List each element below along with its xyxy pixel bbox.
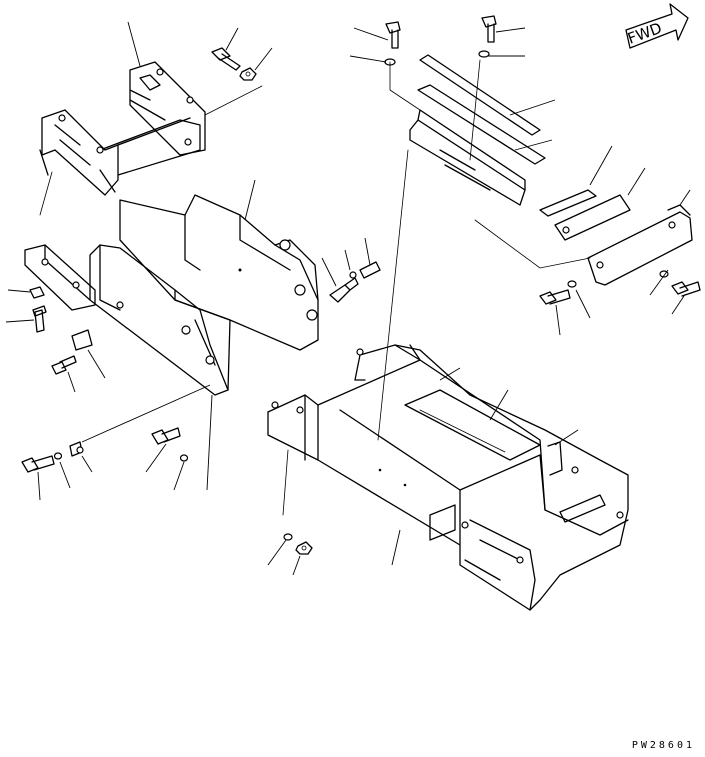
- bolt-top-left: [211, 47, 241, 71]
- nut-top-left: [239, 67, 257, 81]
- left-lower-channel: [24, 244, 96, 311]
- main-frame-body: [267, 344, 629, 611]
- fwd-arrow-icon: FWD: [625, 3, 689, 49]
- left-upright-section: [89, 244, 231, 396]
- drawing-reference-code: PW28601: [631, 740, 695, 751]
- top-bolts-right: [384, 15, 497, 66]
- bolt-lower-left: [51, 355, 77, 375]
- side-bracket-right: [539, 189, 693, 286]
- fwd-label: FWD: [625, 19, 664, 48]
- upper-plates: [409, 54, 546, 206]
- square-plate: [71, 329, 93, 351]
- bolt-set-bottom-left: [21, 441, 84, 473]
- frame-inner-plate: [404, 389, 541, 461]
- bolts-right-lower: [539, 270, 701, 305]
- grease-fitting: [329, 261, 381, 303]
- bolt-set-center-left: [151, 427, 189, 462]
- washer-nut-bottom: [283, 533, 313, 555]
- rear-bracket-assembly: [39, 61, 206, 196]
- callout-leaders: [5, 21, 691, 576]
- front-frame-section: [119, 194, 319, 351]
- bolt-left: [29, 286, 47, 333]
